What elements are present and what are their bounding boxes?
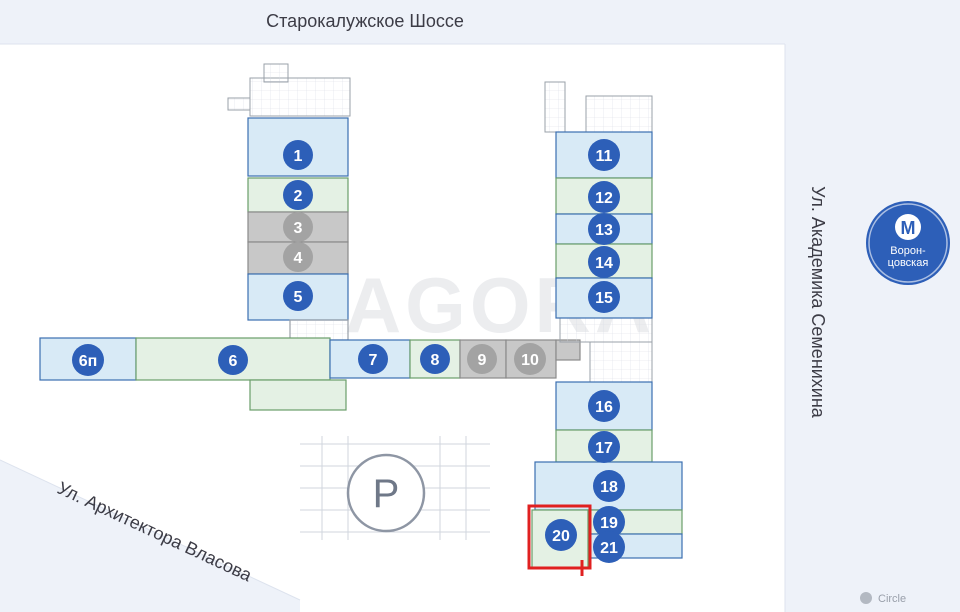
unit-marker-1[interactable]: 1 (283, 140, 313, 170)
unit-number-label: 5 (294, 289, 303, 306)
unit-marker-10[interactable]: 10 (514, 343, 546, 375)
unit-marker-12[interactable]: 12 (588, 181, 620, 213)
parking-icon-circle (346, 453, 426, 533)
left-wing-hall (289, 319, 349, 341)
unit-marker-circle (545, 519, 577, 551)
unit-marker-7[interactable]: 7 (358, 344, 388, 374)
unit-marker-circle (467, 344, 497, 374)
unit-marker-15[interactable]: 15 (588, 281, 620, 313)
unit-number-label: 4 (294, 250, 303, 267)
unit-marker-13[interactable]: 13 (588, 213, 620, 245)
unit-marker-circle (283, 212, 313, 242)
unit-number-label: 14 (595, 255, 613, 272)
metro-icon-circle[interactable] (866, 201, 950, 285)
unit-marker-21[interactable]: 21 (593, 531, 625, 563)
unit-number-label: 1 (294, 148, 303, 165)
unit-6-annex (249, 379, 347, 411)
selected-unit-highlight (527, 504, 592, 570)
unit-marker-6[interactable]: 6 (218, 345, 248, 375)
unit-marker-circle (72, 344, 104, 376)
unit-number-label: 16 (595, 399, 613, 416)
unit-number-label: 3 (294, 220, 303, 237)
unit-marker-11[interactable]: 11 (588, 139, 620, 171)
metro-letter-badge (895, 214, 921, 240)
unit-marker-circle (588, 431, 620, 463)
unit-number-label: 18 (600, 479, 618, 496)
unit-marker-circle (358, 344, 388, 374)
unit-number-label: 6п (79, 353, 98, 370)
unit-marker-4[interactable]: 4 (283, 242, 313, 272)
corner-logo: Circle (860, 592, 906, 605)
unit-marker-19[interactable]: 19 (593, 506, 625, 538)
unit-marker-8[interactable]: 8 (420, 344, 450, 374)
unit-marker-3[interactable]: 3 (283, 212, 313, 242)
parking-icon: P (373, 472, 400, 516)
unit-marker-circle (588, 281, 620, 313)
metro-station-line1: Ворон- (890, 245, 926, 257)
unit-number-label: 11 (596, 148, 613, 165)
unit-number-label: 19 (600, 515, 618, 532)
unit-marker-18[interactable]: 18 (593, 470, 625, 502)
corner-logo-text: Circle (878, 593, 906, 605)
unit-marker-20[interactable]: 20 (545, 519, 577, 551)
unit-marker-circle (514, 343, 546, 375)
left-wing-core (227, 63, 351, 117)
unit-marker-circle (283, 180, 313, 210)
road-right (785, 0, 960, 612)
metro-icon: M (901, 218, 916, 238)
unit-marker-16[interactable]: 16 (588, 390, 620, 422)
unit-number-label: 7 (369, 352, 378, 369)
unit-marker-circle (588, 213, 620, 245)
unit-marker-circle (283, 140, 313, 170)
metro-station-line2: цовская (888, 257, 929, 269)
unit-marker-circle (420, 344, 450, 374)
unit-marker-14[interactable]: 14 (588, 246, 620, 278)
unit-marker-circle (593, 531, 625, 563)
unit-number-label: 17 (595, 440, 613, 457)
unit-marker-circle (593, 506, 625, 538)
unit-number-label: 15 (595, 290, 613, 307)
corner-logo-icon (860, 592, 872, 604)
unit-marker-circle (588, 390, 620, 422)
unit-number-label: 6 (229, 353, 238, 370)
unit-number-label: 10 (521, 352, 539, 369)
unit-marker-circle (593, 470, 625, 502)
unit-marker-circle (588, 181, 620, 213)
unit-marker-5[interactable]: 5 (283, 281, 313, 311)
metro-icon-ring (868, 203, 948, 283)
unit-marker-circle (588, 246, 620, 278)
unit-marker-2[interactable]: 2 (283, 180, 313, 210)
street-label-top: Старокалужское Шоссе (266, 11, 464, 31)
unit-marker-circle (588, 139, 620, 171)
road-bottom-left (0, 460, 300, 612)
unit-number-label: 2 (294, 188, 303, 205)
corridor-link (555, 339, 581, 361)
unit-number-label: 12 (595, 190, 613, 207)
unit-marker-6п[interactable]: 6п (72, 344, 104, 376)
unit-number-label: 9 (478, 352, 487, 369)
unit-number-label: 20 (552, 528, 570, 545)
unit-marker-9[interactable]: 9 (467, 344, 497, 374)
unit-marker-circle (283, 242, 313, 272)
unit-marker-17[interactable]: 17 (588, 431, 620, 463)
street-label-right: Ул. Академика Семенихина (808, 186, 828, 419)
unit-number-label: 13 (595, 222, 613, 239)
unit-marker-circle (218, 345, 248, 375)
unit-marker-circle (283, 281, 313, 311)
unit-number-label: 8 (431, 352, 440, 369)
unit-number-label: 21 (600, 540, 618, 557)
